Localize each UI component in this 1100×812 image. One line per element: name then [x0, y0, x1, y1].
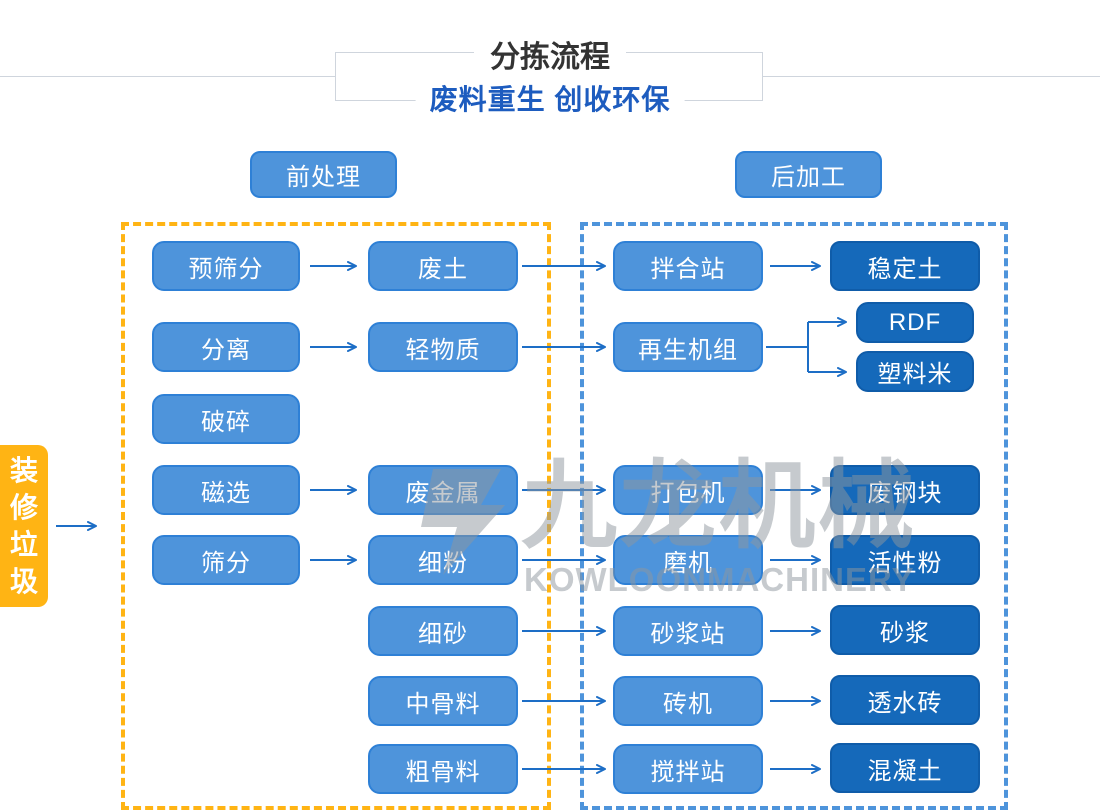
- node-baler: 打包机: [613, 465, 763, 515]
- node-active-powder: 活性粉: [830, 535, 980, 585]
- node-mixing-station: 拌合站: [613, 241, 763, 291]
- node-waste-soil: 废土: [368, 241, 518, 291]
- node-coarse-aggregate: 粗骨料: [368, 744, 518, 794]
- page-subtitle: 废料重生 创收环保: [415, 84, 685, 116]
- node-separation: 分离: [152, 322, 300, 372]
- node-mill: 磨机: [613, 535, 763, 585]
- node-presort: 预筛分: [152, 241, 300, 291]
- node-crushing: 破碎: [152, 394, 300, 444]
- node-regeneration-unit: 再生机组: [613, 322, 763, 372]
- node-mortar: 砂浆: [830, 605, 980, 655]
- pre-processing-zone: [121, 222, 551, 810]
- node-permeable-brick: 透水砖: [830, 675, 980, 725]
- header-rule-left: [0, 76, 335, 77]
- node-rdf: RDF: [856, 302, 974, 343]
- section-label-post-processing: 后加工: [735, 151, 882, 198]
- node-medium-aggregate: 中骨料: [368, 676, 518, 726]
- node-mixing-plant: 搅拌站: [613, 744, 763, 794]
- post-processing-zone: [580, 222, 1008, 810]
- page-title: 分拣流程: [474, 40, 626, 76]
- node-screening: 筛分: [152, 535, 300, 585]
- node-fine-powder: 细粉: [368, 535, 518, 585]
- section-label-pre-processing: 前处理: [250, 151, 397, 198]
- source-label-renovation-waste: 装修垃圾: [0, 445, 48, 607]
- node-scrap-steel-block: 废钢块: [830, 465, 980, 515]
- node-mortar-station: 砂浆站: [613, 606, 763, 656]
- header-rule-right: [763, 76, 1100, 77]
- node-scrap-metal: 废金属: [368, 465, 518, 515]
- node-brick-machine: 砖机: [613, 676, 763, 726]
- node-concrete: 混凝土: [830, 743, 980, 793]
- node-light-material: 轻物质: [368, 322, 518, 372]
- node-magnetic-separation: 磁选: [152, 465, 300, 515]
- node-plastic-pellets: 塑料米: [856, 351, 974, 392]
- node-fine-sand: 细砂: [368, 606, 518, 656]
- node-stabilized-soil: 稳定土: [830, 241, 980, 291]
